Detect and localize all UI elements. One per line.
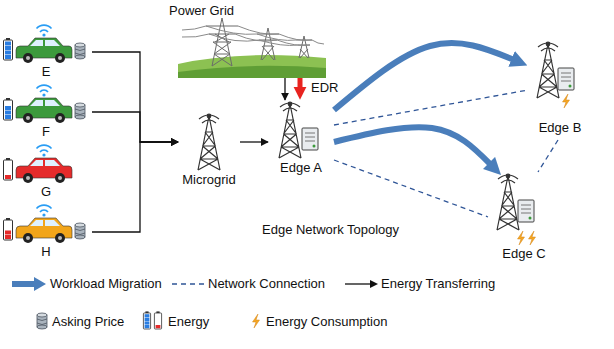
network-connection-line (538, 140, 558, 172)
legend-item: Energy Consumption (266, 314, 387, 329)
legend-label: Network Connection (208, 276, 325, 291)
node-label: Edge C (502, 246, 545, 261)
wifi-icon (37, 205, 52, 216)
vehicle-node: F (0, 80, 92, 141)
annotation-label: Edge Network Topology (262, 222, 399, 237)
workload-migration-arrow (334, 127, 490, 164)
power-grid-node: Power Grid (165, 3, 325, 78)
edge-label-holder: EDR (309, 80, 340, 95)
wifi-icon (37, 145, 52, 156)
energy-transfer-arrow (92, 142, 178, 232)
legend-item: Workload Migration (50, 276, 162, 291)
edge-tower (537, 42, 559, 98)
price-icon (75, 43, 85, 59)
wifi-icon (37, 85, 52, 96)
legend-label: Workload Migration (50, 276, 162, 291)
energy-consumption-icon (518, 231, 525, 245)
car-icon (16, 158, 72, 183)
power-grid-illustration (178, 18, 326, 78)
energy-transfer-arrow (284, 78, 285, 100)
wifi-icon (37, 25, 52, 36)
legend-item: Energy (168, 314, 209, 329)
network-connection-line (334, 160, 488, 217)
battery-icon (4, 38, 13, 60)
legend-item: Asking Price (52, 314, 124, 329)
node-label: Edge B (539, 120, 582, 135)
legend-label: Energy Transferring (381, 276, 495, 291)
node-label: F (42, 124, 50, 139)
vehicle-node: G (0, 140, 92, 201)
node-label: G (41, 184, 51, 199)
edge-label: EDR (309, 80, 340, 95)
legend-label: Energy (168, 314, 209, 329)
energy-transfer-arrow (92, 52, 178, 142)
car-icon (16, 218, 72, 243)
edge-tower (497, 174, 519, 230)
energy-transfer-arrow (92, 112, 178, 142)
battery-icon (4, 218, 13, 240)
edr-arrow (298, 78, 303, 88)
legend-label: Energy Consumption (266, 314, 387, 329)
server-icon (518, 200, 534, 222)
node-label: H (41, 244, 50, 259)
vehicle-node: E (0, 20, 92, 81)
network-connection-line (334, 90, 528, 125)
node-label: Edge A (280, 160, 322, 175)
edge-server-node: Edge A (268, 100, 334, 178)
price-icon (75, 223, 85, 239)
vehicle-node: H (0, 200, 92, 261)
battery-icon (4, 158, 13, 180)
legend-item: Energy Transferring (381, 276, 495, 291)
edge-server-node: Edge C (488, 172, 560, 264)
microgrid-node: Microgrid (178, 112, 240, 190)
node-label: Power Grid (169, 3, 234, 18)
edge-server-node: Edge B (528, 40, 592, 140)
node-label: E (42, 64, 51, 79)
server-icon (558, 68, 574, 90)
legend-label: Asking Price (52, 314, 124, 329)
workload-migration-arrow (334, 43, 513, 110)
battery-icon (4, 98, 13, 120)
server-icon (302, 128, 318, 150)
energy-transfer-arrow (240, 141, 268, 142)
label-holder: Edge Network Topology (262, 222, 399, 237)
energy-consumption-icon (563, 94, 570, 108)
microgrid-tower (198, 114, 220, 170)
energy-consumption-icon (529, 231, 536, 245)
node-label: Microgrid (182, 172, 235, 187)
edge-tower (279, 102, 301, 158)
legend-item: Network Connection (208, 276, 325, 291)
car-icon (16, 38, 72, 63)
price-icon (75, 103, 85, 119)
car-icon (16, 98, 72, 123)
